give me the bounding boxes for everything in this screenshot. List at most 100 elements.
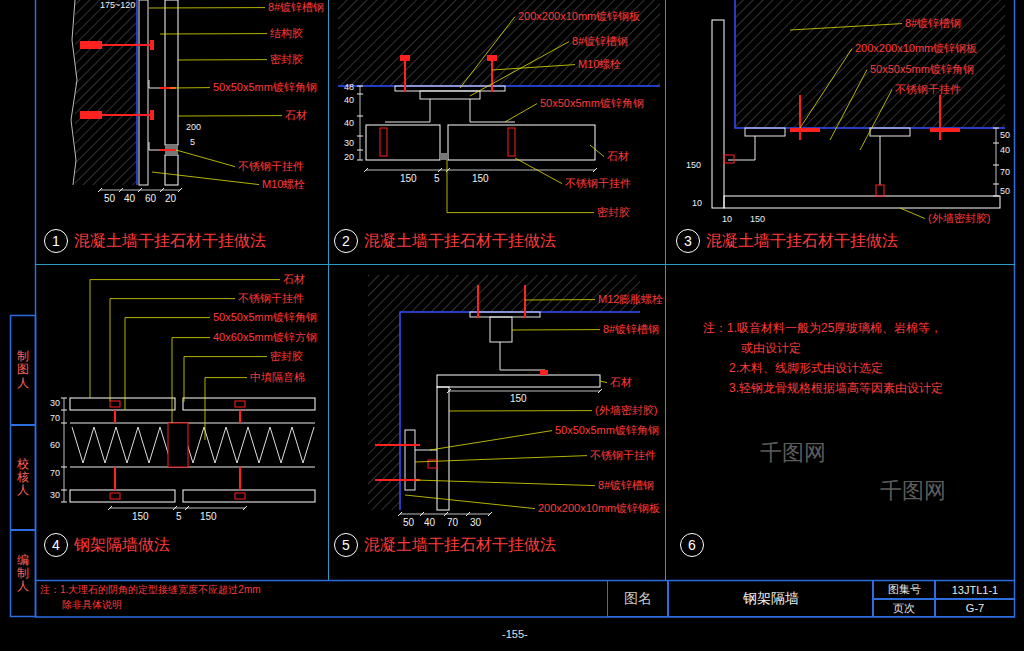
callout-number: 4 (44, 533, 68, 557)
drawing-stroke (491, 58, 493, 92)
leader-line (492, 65, 575, 70)
note-text: 2.木料、线脚形式由设计选定 (729, 361, 883, 375)
drawing-stroke (70, 398, 175, 410)
leader-line (170, 87, 210, 88)
detail-title: 2混凝土墙干挂石材干挂做法 (334, 229, 556, 253)
part-label: 石材 (610, 376, 632, 389)
part-label: (外墙密封胶) (928, 212, 990, 225)
drawing-stroke (328, 0, 329, 580)
dimension: 150 (750, 214, 765, 225)
dimension: 10 (692, 198, 702, 209)
signature-cell: 编制人 (10, 530, 36, 617)
drawing-stroke (449, 391, 600, 392)
dimension: 150 (510, 393, 527, 405)
note-text: 注：1.吸音材料一般为25厚玻璃棉、岩棉等， (703, 321, 942, 335)
drawing-stroke (360, 86, 361, 160)
dimension: 50 (403, 517, 414, 529)
callout-number: 3 (676, 229, 700, 253)
leader-line (860, 90, 892, 150)
part-label: 石材 (607, 150, 629, 163)
dimension: 60 (50, 440, 60, 451)
drawing-stroke (114, 410, 116, 423)
signature-cell: 制图人 (10, 315, 36, 425)
dimension: 50 (1000, 186, 1010, 197)
drawing-stroke (735, 0, 1005, 128)
leader-line (505, 104, 537, 122)
drawing-stroke (110, 493, 120, 499)
part-label: 50x50x5mm镀锌角钢 (555, 424, 659, 437)
drawing-stroke (165, 155, 178, 185)
part-label: 8#镀锌槽钢 (603, 323, 659, 336)
drawing-stroke (364, 168, 597, 172)
detail-title: 4 钢架隔墙做法 (44, 533, 170, 557)
part-label: 密封胶 (597, 206, 630, 219)
part-label: 8#镀锌槽钢 (268, 1, 324, 14)
drawing-stroke (487, 55, 497, 61)
part-label: 50x50x5mm镀锌角钢 (213, 81, 317, 94)
drawing-stroke (239, 410, 241, 423)
leader-line (125, 318, 210, 410)
detail-1-drawing (71, 0, 182, 192)
drawing-stroke (149, 80, 172, 88)
dimension: 40 (344, 118, 354, 129)
leader-line (430, 431, 552, 450)
drawing-stroke (380, 128, 387, 156)
drawing-stroke (395, 86, 505, 91)
dimension: 40 (1000, 145, 1010, 156)
dimension: 150 (686, 160, 701, 171)
dimension: 175~120 (100, 0, 135, 11)
drawing-stroke (114, 467, 116, 490)
drawing-stroke (168, 423, 188, 467)
cell-text: 图名 (624, 590, 652, 608)
drawing-frame (11, 0, 1016, 617)
drawing-stroke (400, 55, 410, 61)
part-label: 石材 (285, 109, 307, 122)
drawing-stroke (665, 0, 666, 580)
dimension: 150 (400, 173, 417, 185)
leader-line (830, 70, 867, 140)
leader-line (176, 150, 235, 167)
part-label: 200x200x10mm镀锌钢板 (855, 42, 977, 55)
watermark: 千图网 (760, 440, 826, 466)
drawing-stroke (160, 149, 176, 151)
drawing-stroke (70, 467, 315, 468)
detail-title-text: 混凝土墙干挂石材干挂做法 (364, 535, 556, 556)
leader-line (470, 42, 569, 96)
dimension: 50 (104, 193, 115, 205)
dimension: 40 (424, 517, 435, 529)
drawing-stroke (375, 444, 420, 446)
dimension: 10 (722, 214, 732, 225)
leader-line (460, 17, 515, 88)
drawing-stroke (368, 275, 640, 510)
part-label: M10螺栓 (262, 178, 305, 191)
drawing-stroke (98, 188, 182, 192)
drawing-stroke (385, 99, 430, 122)
part-label: M12膨胀螺栓 (598, 293, 663, 306)
detail-title: 6 (680, 533, 704, 557)
detail-2-drawing (338, 0, 660, 172)
leader-line (515, 158, 562, 184)
drawing-stroke (108, 506, 247, 510)
drawing-stroke (508, 128, 515, 156)
drawing-stroke (448, 125, 595, 160)
part-label: 200x200x10mm镀锌钢板 (538, 502, 660, 515)
part-label: M10螺栓 (578, 58, 621, 71)
leader-line (160, 33, 267, 34)
cell-text: 校核人 (17, 458, 29, 498)
drawing-stroke (724, 196, 1000, 208)
dimension: 30 (50, 398, 60, 409)
drawing-stroke (150, 40, 154, 50)
detail-title-text: 钢架隔墙做法 (74, 535, 170, 556)
dimension: 48 (344, 82, 354, 93)
drawing-stroke (375, 479, 420, 481)
dimension: 30 (344, 138, 354, 149)
drawing-stroke (11, 316, 36, 617)
drawing-stroke (110, 508, 245, 509)
detail-3-drawing (712, 0, 1005, 208)
drawing-stroke (357, 86, 363, 160)
dimension: 60 (145, 193, 156, 205)
leader-line (590, 145, 604, 157)
drawing-stroke (71, 0, 77, 185)
note-text: 除非具体说明 (62, 599, 122, 611)
